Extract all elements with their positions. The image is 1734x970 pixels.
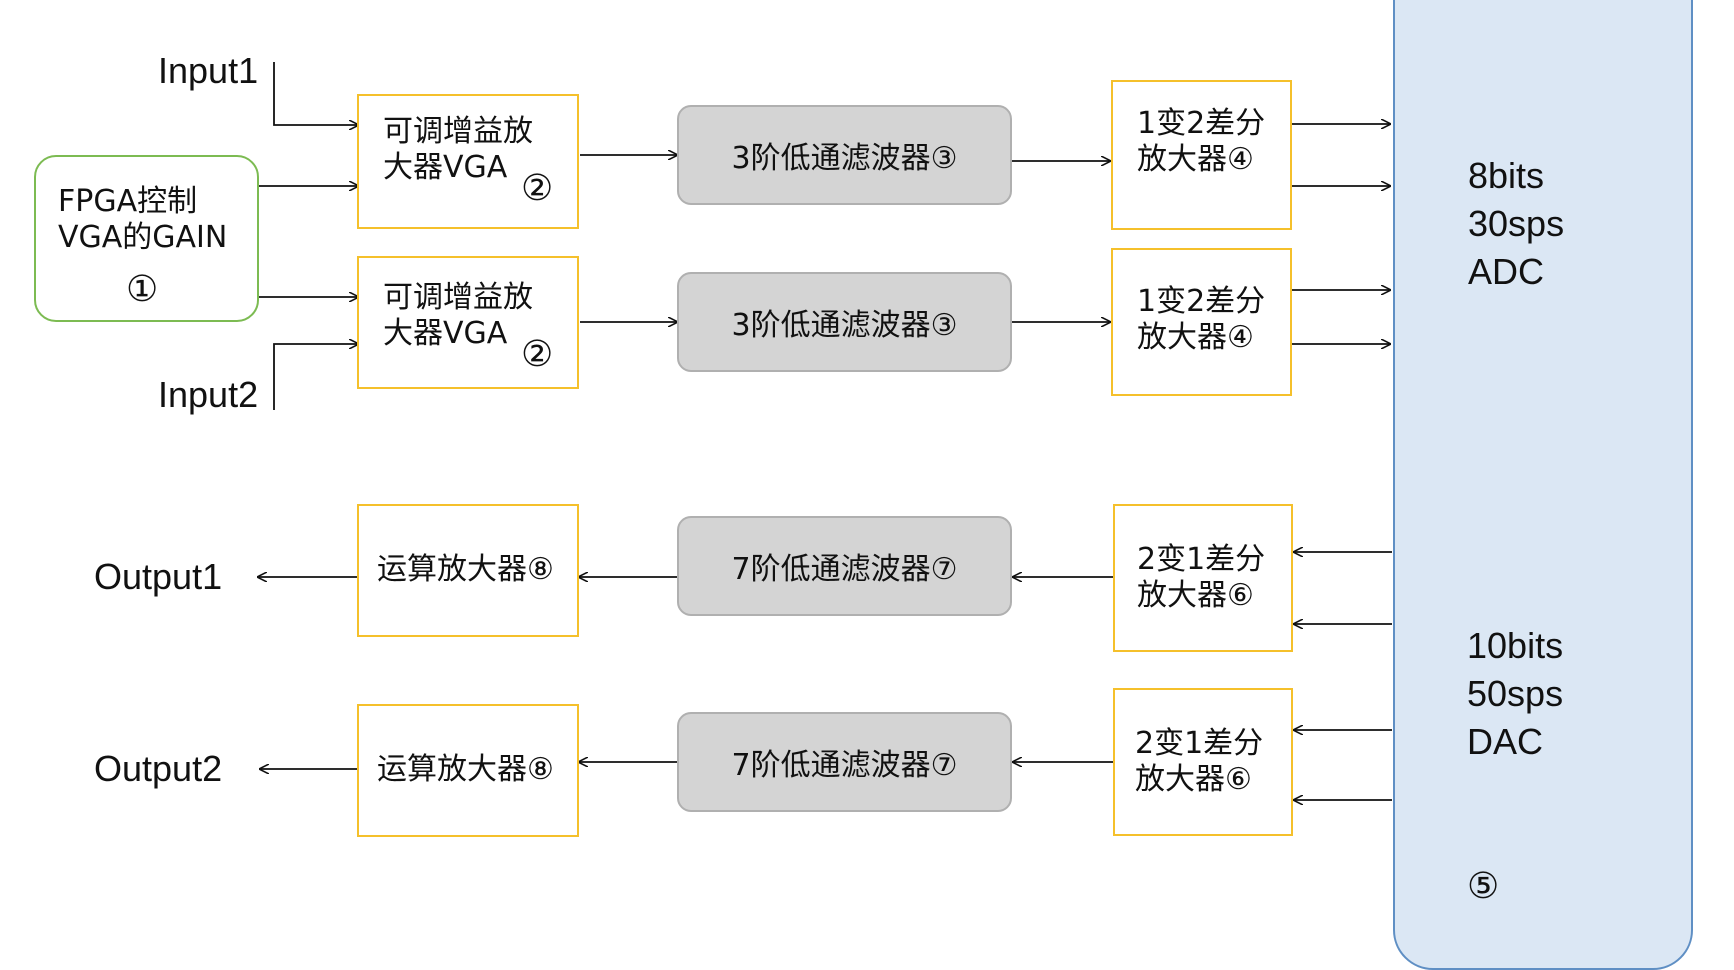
diff-amp-1to2-block-1: 1变2差分 放大器④ — [1111, 80, 1292, 230]
fpga-control-block: FPGA控制 VGA的GAIN ① — [34, 155, 259, 322]
lpf7-block-2: 7阶低通滤波器⑦ — [677, 712, 1012, 812]
adc-dac-converter-block: 8bits 30sps ADC 10bits 50sps DAC ⑤ — [1393, 0, 1693, 970]
diff-amp-label: 2变1差分 放大器⑥ — [1135, 726, 1264, 797]
diff-amp-label: 1变2差分 放大器④ — [1137, 106, 1266, 177]
diff-amp-2to1-block-1: 2变1差分 放大器⑥ — [1113, 504, 1293, 652]
opamp-block-1: 运算放大器⑧ — [357, 504, 579, 637]
output1-label: Output1 — [94, 556, 223, 597]
opamp-label: 运算放大器⑧ — [377, 752, 554, 787]
lpf3-block-2: 3阶低通滤波器③ — [677, 272, 1012, 372]
converter-number-badge: ⑤ — [1467, 866, 1500, 907]
vga-number-badge: ② — [521, 334, 554, 375]
diff-amp-1to2-block-2: 1变2差分 放大器④ — [1111, 248, 1292, 396]
diff-amp-label: 1变2差分 放大器④ — [1137, 284, 1266, 355]
input1-label: Input1 — [158, 50, 259, 91]
vga-number-badge: ② — [521, 168, 554, 209]
fpga-control-label: FPGA控制 VGA的GAIN — [58, 184, 228, 255]
diff-amp-2to1-block-2: 2变1差分 放大器⑥ — [1113, 688, 1293, 836]
input2-label: Input2 — [158, 374, 259, 415]
fpga-number-badge: ① — [126, 269, 159, 310]
opamp-label: 运算放大器⑧ — [377, 552, 554, 587]
vga-label: 可调增益放 大器VGA — [383, 280, 533, 351]
lpf3-block-1: 3阶低通滤波器③ — [677, 105, 1012, 205]
adc-spec-label: 8bits 30sps ADC — [1468, 155, 1565, 292]
vga-block-1: 可调增益放 大器VGA ② — [357, 94, 579, 229]
output2-label: Output2 — [94, 748, 223, 789]
vga-block-2: 可调增益放 大器VGA ② — [357, 256, 579, 389]
diff-amp-label: 2变1差分 放大器⑥ — [1137, 542, 1266, 613]
lpf7-block-1: 7阶低通滤波器⑦ — [677, 516, 1012, 616]
vga-label: 可调增益放 大器VGA — [383, 114, 533, 185]
opamp-block-2: 运算放大器⑧ — [357, 704, 579, 837]
dac-spec-label: 10bits 50sps DAC — [1467, 625, 1564, 762]
